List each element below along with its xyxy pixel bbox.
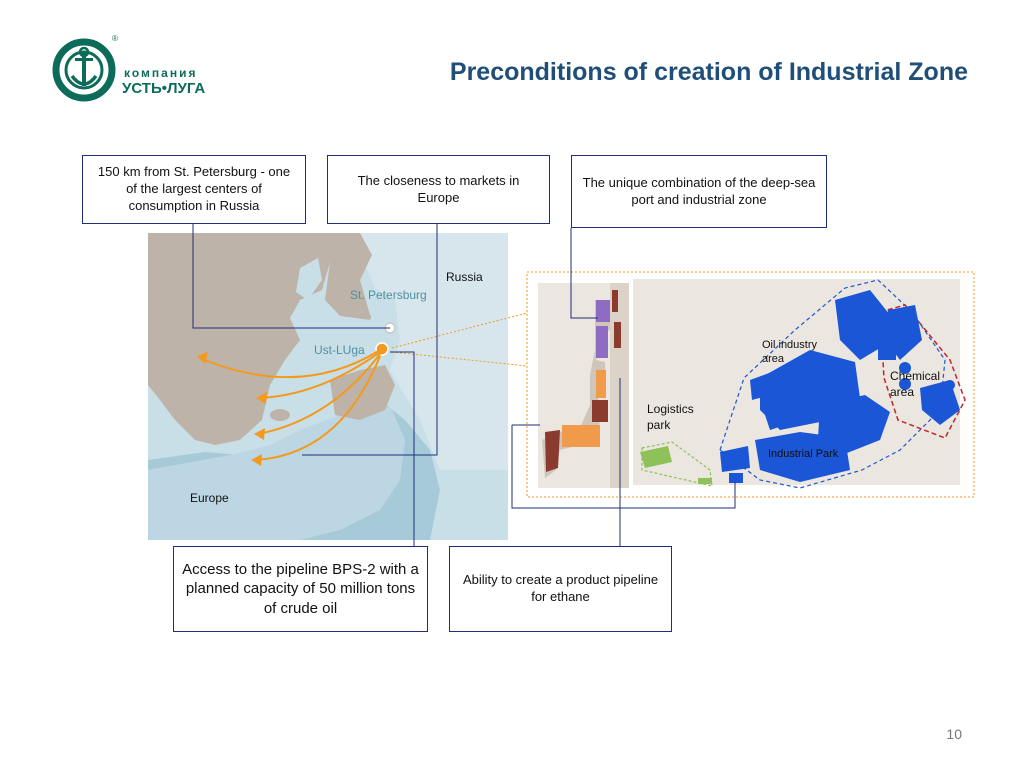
zone-label-industrial: Industrial Park [768,448,839,460]
industrial-zone-map [633,279,966,489]
callout-markets-text: The closeness to markets in Europe [357,172,520,205]
port-map [538,283,629,488]
callout-combination-text: The unique combination of the deep-sea p… [582,174,816,207]
anchor-logo-icon [52,38,116,102]
registered-mark: ® [112,34,118,43]
zone-label-oil: Oil industry area [762,339,818,366]
map-label-ust-luga: Ust-LUga [314,343,365,357]
zone-label-logistics: Logistics park [647,402,694,432]
company-logo: компания УСТЬ•ЛУГА ® [50,34,210,106]
map-label-russia: Russia [446,270,483,284]
map-label-st-petersburg: St. Petersburg [350,288,427,302]
page-number: 10 [946,726,962,742]
regional-map [148,233,508,540]
logo-line2: УСТЬ•ЛУГА [122,80,206,97]
callout-ethane-text: Ability to create a product pipeline for… [462,572,659,604]
callout-distance: 150 km from St. Petersburg - one of the … [82,155,306,224]
map-label-europe: Europe [190,491,229,505]
callout-markets: The closeness to markets in Europe [327,155,550,224]
page-title: Preconditions of creation of Industrial … [449,58,968,86]
connector-lines [192,224,736,546]
callout-distance-text: 150 km from St. Petersburg - one of the … [97,164,291,213]
callout-ethane: Ability to create a product pipeline for… [449,546,672,632]
logo-line1: компания [124,66,198,80]
callout-pipeline: Access to the pipeline BPS-2 with a plan… [173,546,428,632]
zoom-connector-lines [391,312,528,367]
zone-label-chemical: Chemical area [890,369,941,399]
callout-combination: The unique combination of the deep-sea p… [571,155,827,228]
callout-pipeline-text: Access to the pipeline BPS-2 with a plan… [182,560,419,617]
